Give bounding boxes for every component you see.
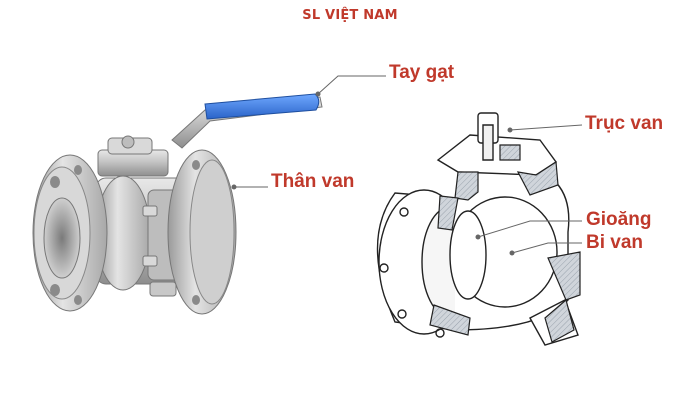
label-gioang: Gioăng	[586, 209, 652, 230]
page-title: SL VIỆT NAM	[302, 8, 398, 23]
label-than-van: Thân van	[271, 171, 355, 192]
label-truc-van: Trục van	[585, 113, 664, 134]
handle-lever	[171, 93, 323, 149]
label-bi-van: Bi van	[586, 232, 644, 253]
section-hatch	[429, 144, 581, 343]
cutaway-outline	[376, 112, 579, 346]
left-flange	[32, 154, 108, 312]
leader-lines-left	[231, 75, 386, 190]
label-tay-gat: Tay gạt	[389, 62, 455, 83]
right-flange	[167, 149, 237, 315]
leader-lines-right	[475, 124, 583, 256]
